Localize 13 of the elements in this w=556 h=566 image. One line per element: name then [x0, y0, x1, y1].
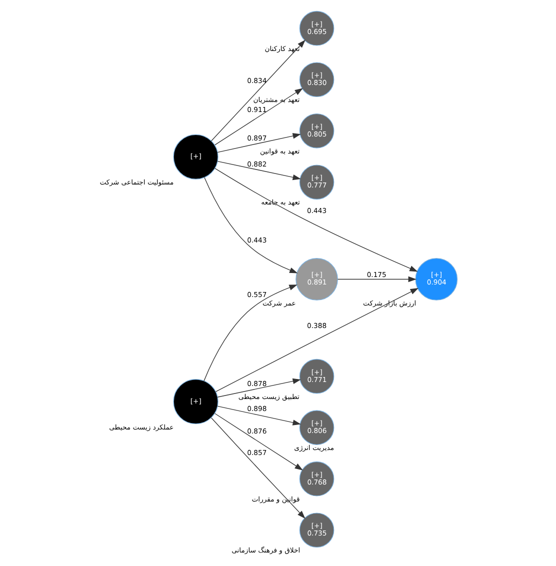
arrow	[216, 406, 300, 426]
arrow	[214, 413, 302, 470]
arrow	[203, 284, 297, 382]
arrow	[210, 40, 305, 142]
arrow	[204, 177, 298, 274]
arrow	[210, 418, 305, 519]
arrow	[336, 276, 416, 282]
arrow	[214, 168, 418, 272]
arrow	[216, 378, 300, 398]
arrow	[216, 133, 300, 153]
arrow	[214, 88, 302, 146]
arrow	[216, 161, 300, 180]
arrow	[214, 288, 418, 392]
